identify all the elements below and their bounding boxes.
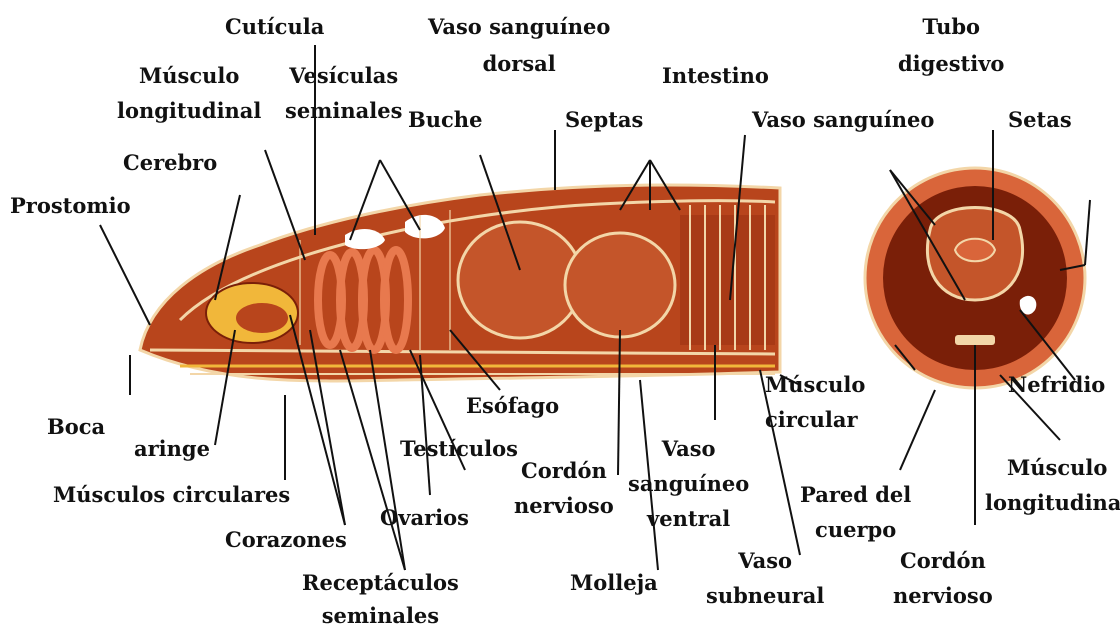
- label-intestino: Intestino: [662, 63, 769, 88]
- label-vaso-subneural: Vaso subneural: [706, 548, 824, 608]
- cross-section-typhlosole: [955, 239, 995, 262]
- label-molleja: Molleja: [570, 570, 658, 595]
- label-septas: Septas: [565, 107, 643, 132]
- label-vaso-sanguineo-ventral: Vaso sanguíneo ventral: [628, 436, 749, 531]
- label-tubo-line2: digestivo: [898, 51, 1004, 76]
- label-faringe: aringe: [134, 436, 210, 461]
- label-cuticula: Cutícula: [225, 14, 324, 39]
- label-receptaculos-seminales: Receptáculos seminales: [302, 570, 459, 628]
- label-cordon-r-line1: Cordón: [893, 548, 993, 573]
- label-setas: Setas: [1008, 107, 1072, 132]
- label-nefridio: Nefridio: [1008, 372, 1105, 397]
- label-cordon-r-line2: nervioso: [893, 583, 993, 608]
- label-testiculos: Testículos: [400, 436, 518, 461]
- label-cordon-nervioso: Cordón nervioso: [514, 458, 614, 518]
- label-receptaculos-line1: Receptáculos: [302, 570, 459, 595]
- label-pared-line2: cuerpo: [800, 517, 911, 542]
- label-prostomio: Prostomio: [10, 193, 131, 218]
- label-pared-line1: Pared del: [800, 482, 911, 507]
- label-cordon-line1: Cordón: [514, 458, 614, 483]
- label-vaso-ventral-line1: Vaso: [628, 436, 749, 461]
- label-cordon-line2: nervioso: [514, 493, 614, 518]
- label-musculo-circ-line2: circular: [765, 407, 865, 432]
- label-vaso-sanguineo: Vaso sanguíneo: [752, 107, 934, 132]
- label-buche: Buche: [408, 107, 482, 132]
- label-musculo-circular: Músculo circular: [765, 372, 865, 432]
- label-vesiculas-seminales: Vesículas seminales: [285, 63, 402, 123]
- label-musculo-long-line2: longitudinal: [117, 98, 261, 123]
- label-vaso-ventral-line3: ventral: [628, 506, 749, 531]
- label-vesiculas-line2: seminales: [285, 98, 402, 123]
- label-cerebro: Cerebro: [123, 150, 217, 175]
- label-vaso-ventral-line2: sanguíneo: [628, 471, 749, 496]
- label-vaso-sanguineo-dorsal: Vaso sanguíneo dorsal: [428, 14, 610, 76]
- label-vaso-sub-line1: Vaso: [706, 548, 824, 573]
- label-tubo-digestivo: Tubo digestivo: [898, 14, 1004, 76]
- label-pared-del-cuerpo: Pared del cuerpo: [800, 482, 911, 542]
- pharynx-core: [236, 303, 288, 333]
- intestine-region: [680, 215, 775, 345]
- label-ovarios: Ovarios: [380, 505, 469, 530]
- label-musculo-longitudinal-right: Músculo longitudinal: [985, 455, 1120, 515]
- label-musculo-long-line1: Músculo: [117, 63, 261, 88]
- crop-organ: [458, 222, 582, 338]
- label-vaso-dorsal-line2: dorsal: [428, 51, 610, 76]
- label-musculos-circulares: Músculos circulares: [53, 482, 290, 507]
- gizzard-organ: [565, 233, 675, 337]
- label-receptaculos-line2: seminales: [302, 603, 459, 628]
- label-musculo-long-r-line2: longitudinal: [985, 490, 1120, 515]
- label-vaso-sub-line2: subneural: [706, 583, 824, 608]
- label-musculo-circ-line1: Músculo: [765, 372, 865, 397]
- label-musculo-longitudinal: Músculo longitudinal: [117, 63, 261, 123]
- label-corazones: Corazones: [225, 527, 347, 552]
- label-cordon-nervioso-right: Cordón nervioso: [893, 548, 993, 608]
- label-tubo-line1: Tubo: [898, 14, 1004, 39]
- label-vesiculas-line1: Vesículas: [285, 63, 402, 88]
- cross-section-nerve-cord: [955, 335, 995, 345]
- label-boca: Boca: [47, 414, 105, 439]
- label-vaso-dorsal-line1: Vaso sanguíneo: [428, 14, 610, 39]
- label-esofago: Esófago: [466, 393, 559, 418]
- label-musculo-long-r-line1: Músculo: [985, 455, 1120, 480]
